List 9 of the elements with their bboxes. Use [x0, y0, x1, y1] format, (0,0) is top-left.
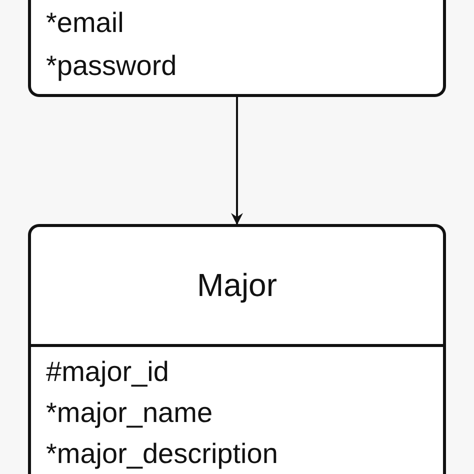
attribute-text: *major_name — [46, 397, 213, 428]
attribute-text: *email — [46, 7, 124, 38]
attribute-text: *major_description — [46, 438, 278, 469]
attribute-text: *password — [46, 50, 177, 81]
entity-box — [28, 0, 446, 97]
arrow — [231, 97, 243, 225]
entity-box — [28, 224, 446, 474]
entity-name: Major — [196, 267, 277, 304]
attribute-text: #major_id — [46, 356, 169, 387]
